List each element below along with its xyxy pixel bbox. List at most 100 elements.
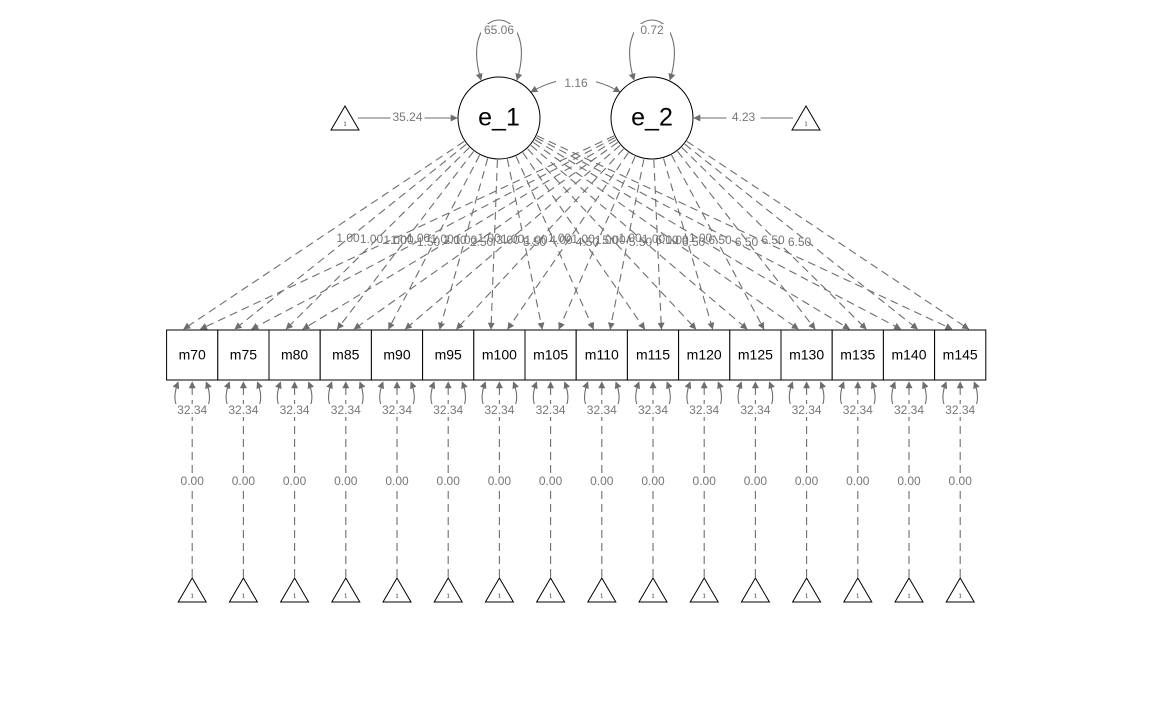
intercept-label-bg [381, 475, 413, 489]
residual-label-m120: 32.34 [689, 403, 719, 417]
observed-label: m75 [230, 347, 257, 363]
intercept-label-bg [227, 475, 260, 489]
loading-path-e1-m105 [506, 159, 545, 330]
loading-label-e2-m80: 2.00 [443, 233, 467, 247]
triangle-shape [586, 577, 617, 603]
loading-path-e1-m100 [487, 159, 498, 330]
loading-path-e1-m90 [388, 154, 481, 330]
constant-node-e_1: 1 [330, 105, 360, 131]
intercept-label-bg [176, 475, 209, 489]
triangle-shape [330, 577, 361, 603]
residual-label-bg [943, 404, 978, 417]
residual-label-m75: 32.34 [228, 403, 258, 417]
loading-label-e1-m105: 1.00 [501, 232, 525, 246]
constant-label: 1 [805, 121, 808, 127]
loading-label-e2-m90: 3.00 [496, 233, 520, 247]
residual-label-m130: 32.34 [792, 403, 822, 417]
intercept-label-m100: 0.00 [488, 474, 512, 488]
loading-label-e1-m130: 1.00 [618, 231, 642, 245]
loading-path-e2-m130 [677, 150, 816, 330]
variance-label-bg [634, 24, 670, 38]
observed-node-m100: m100 [473, 329, 526, 381]
loading-label-e2-m140: 6.50 [761, 233, 785, 247]
residual-label-bg [892, 404, 926, 417]
residual-label-m110: 32.34 [587, 403, 617, 417]
loading-path-e1-m130 [532, 141, 799, 330]
triangle-shape [177, 577, 208, 603]
variance-loop-e_1 [475, 19, 523, 81]
loading-path-e2-m120 [663, 158, 715, 330]
constant-node-m95: 1 [433, 577, 464, 603]
residual-label-m70: 32.34 [177, 403, 207, 417]
residual-label-bg [328, 404, 363, 417]
intercept-label-bg [534, 475, 567, 489]
loading-label-e2-m75: 1.50 [417, 235, 441, 249]
intercept-label-bg [739, 475, 772, 489]
intercept-label-m105: 0.00 [539, 474, 563, 488]
loading-path-e1-m70 [183, 140, 465, 330]
triangle-shape [382, 577, 412, 603]
observed-box [524, 329, 577, 381]
constant-node-m70: 1 [177, 577, 208, 603]
observed-node-m120: m120 [678, 329, 731, 381]
constant-label: 1 [191, 593, 194, 599]
loading-path-e2-m135 [681, 147, 867, 330]
loading-path-e2-m140 [684, 143, 918, 330]
triangle-shape [535, 577, 566, 603]
residual-label-bg [636, 404, 670, 417]
constant-node-m120: 1 [689, 577, 720, 603]
residual-label-m115: 32.34 [638, 403, 668, 417]
intercept-label-m80: 0.00 [283, 474, 307, 488]
residual-label-bg [380, 404, 414, 417]
observed-label: m115 [636, 347, 670, 363]
loading-label-e2-m115: 5.50 [629, 235, 653, 249]
intercept-label-m120: 0.00 [693, 474, 717, 488]
latent-label: e_2 [631, 104, 673, 132]
loading-path-e1-m145 [536, 135, 953, 330]
constant-node-m80: 1 [279, 577, 310, 603]
residual-label-m105: 32.34 [536, 403, 566, 417]
observed-box [831, 329, 884, 381]
observed-box [575, 329, 628, 381]
residual-label-bg [175, 404, 210, 417]
constant-node-m145: 1 [945, 577, 976, 603]
loading-path-e2-m95 [456, 148, 624, 330]
observed-label: m105 [533, 347, 568, 363]
intercept-label-m95: 0.00 [437, 474, 461, 488]
constant-label: 1 [344, 121, 347, 127]
latent-label: e_1 [478, 104, 520, 132]
observed-label: m90 [383, 347, 410, 363]
constant-node-m115: 1 [638, 577, 668, 603]
observed-label: m140 [891, 347, 926, 363]
observed-label: m135 [840, 347, 875, 363]
loading-label-e1-m135: 1.00 [642, 232, 666, 246]
observed-label: m95 [435, 347, 462, 363]
residual-label-m95: 32.34 [433, 403, 463, 417]
residual-label-m145: 32.34 [945, 403, 975, 417]
observed-node-m140: m140 [882, 329, 936, 381]
loading-label-e1-m90: 1.00 [430, 232, 454, 246]
observed-label: m100 [482, 347, 517, 363]
intercept-label-bg [483, 475, 516, 489]
residual-label-bg [840, 404, 875, 417]
observed-node-m135: m135 [831, 329, 884, 381]
constant-node-m130: 1 [791, 577, 822, 603]
triangle-shape [740, 577, 771, 603]
triangle-shape [279, 577, 310, 603]
observed-node-m85: m85 [319, 329, 372, 381]
loading-path-e2-m145 [686, 140, 970, 330]
observed-box [780, 329, 833, 381]
residual-label-m140: 32.34 [894, 403, 924, 417]
residual-label-bg [431, 404, 466, 417]
observed-label: m130 [789, 347, 824, 363]
constant-label: 1 [600, 593, 603, 599]
loading-label-e2-m85: 2.50 [470, 235, 494, 249]
residual-label-m80: 32.34 [280, 403, 310, 417]
constant-label: 1 [805, 593, 808, 599]
observed-box [934, 329, 987, 381]
constant-label: 1 [754, 593, 757, 599]
latent-circle [457, 76, 541, 160]
observed-node-m125: m125 [729, 329, 782, 381]
intercept-label-m75: 0.00 [232, 474, 256, 488]
constant-label: 1 [908, 593, 911, 599]
